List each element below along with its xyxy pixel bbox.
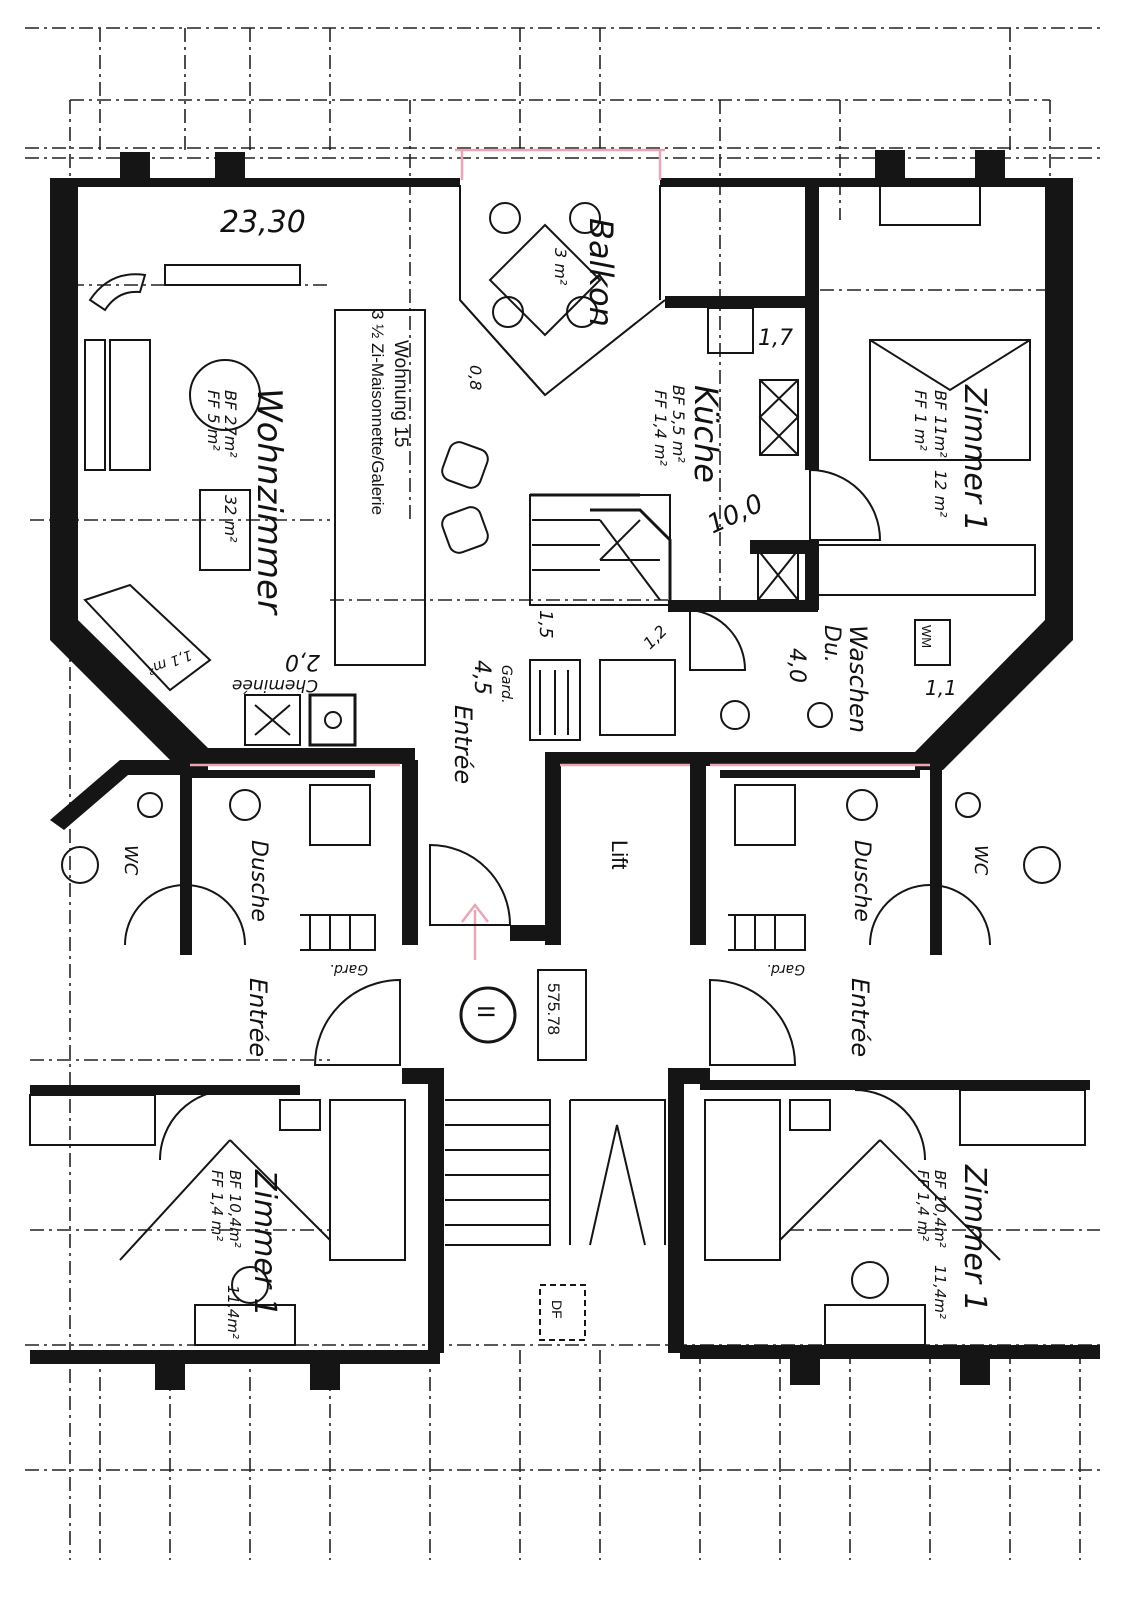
waschen-area: 4,0 <box>784 648 809 683</box>
entree-left: Entrée <box>244 978 272 1057</box>
wohnzimmer-name: Wohnzimmer <box>249 388 289 616</box>
pink-markings <box>190 148 930 960</box>
cheminee-extra: 1,1 m² <box>145 646 194 677</box>
zimmer-ne-name: Zimmer 1 <box>957 384 992 532</box>
balkon-note: 0,8 <box>466 365 485 390</box>
kueche-name: Küche <box>687 385 725 483</box>
zimmer-ne-ff: FF 1 m² <box>911 390 930 451</box>
apartment-title: Wohnung 15 <box>390 340 411 447</box>
balkon-name: Balkon <box>582 218 620 327</box>
zimmer-sw-bf: BF 10,4m² <box>226 1170 244 1248</box>
cheminee-area: 2,0 <box>285 649 320 674</box>
gard-left: Gard. <box>329 961 368 977</box>
waschen-extra: 1,1 <box>925 676 957 700</box>
wohnzimmer-bf: BF 27m² <box>221 390 240 458</box>
entree-right: Entrée <box>846 978 874 1057</box>
stair-label: 1,5 <box>535 610 556 639</box>
stairwell-marker: II <box>472 1005 499 1018</box>
wohnzimmer-extra: 32 m² <box>221 495 240 543</box>
zimmer-sw-extra: 11,4m² <box>224 1285 242 1339</box>
kueche-ff: FF 1,4 m² <box>651 390 670 467</box>
zimmer-se-ff: FF 1,4 m² <box>914 1170 932 1241</box>
washing-machine-label: WM <box>919 625 934 648</box>
zimmer-sw-name: Zimmer 1 <box>247 1169 282 1317</box>
zimmer-ne-extra: 12 m² <box>931 470 950 518</box>
wohnzimmer-area: 23,30 <box>220 205 306 240</box>
waschen-name: Waschen <box>844 625 872 733</box>
zimmer-ne-bf: BF 11m² <box>931 390 950 458</box>
lift-label: Lift <box>607 840 632 869</box>
balkon-area: 3 m² <box>551 248 570 286</box>
wc-left: WC <box>120 845 141 876</box>
entree-main-area: 4,5 <box>469 660 494 695</box>
walls <box>30 150 1100 1390</box>
wc-right: WC <box>970 845 991 876</box>
kueche-extra: 1,7 <box>758 326 793 351</box>
corner-label: 1,2 <box>639 621 670 652</box>
entree-main-gard: Gard. <box>498 665 514 704</box>
waschen-du: Du. <box>819 625 844 663</box>
kueche-bf: BF 5,5 m² <box>669 385 688 463</box>
entree-main-name: Entrée <box>449 705 477 784</box>
dusche-left: Dusche <box>246 840 271 922</box>
kueche-area: 10,0 <box>703 489 768 541</box>
wohnzimmer-ff: FF 5 m² <box>204 390 223 451</box>
zimmer-se-name: Zimmer 1 <box>957 1164 992 1312</box>
stairwell-elevation: 575.78 <box>544 983 563 1035</box>
gard-right: Gard. <box>766 961 805 977</box>
interior-lines <box>29 184 1086 1346</box>
dusche-right: Dusche <box>849 840 874 922</box>
zimmer-se-extra: 11,4m² <box>931 1265 949 1319</box>
df-label: DF <box>549 1300 565 1319</box>
zimmer-se-bf: BF 10,4m² <box>931 1170 949 1248</box>
apartment-subtitle: 3 ½ Zi-Maisonnette/Galerie <box>368 310 387 515</box>
zimmer-sw-ff: FF 1,4 m² <box>208 1170 226 1241</box>
cheminee-name: Cheminée <box>232 675 318 695</box>
labels: Wohnung 15 3 ½ Zi-Maisonnette/Galerie 23… <box>120 205 992 1339</box>
